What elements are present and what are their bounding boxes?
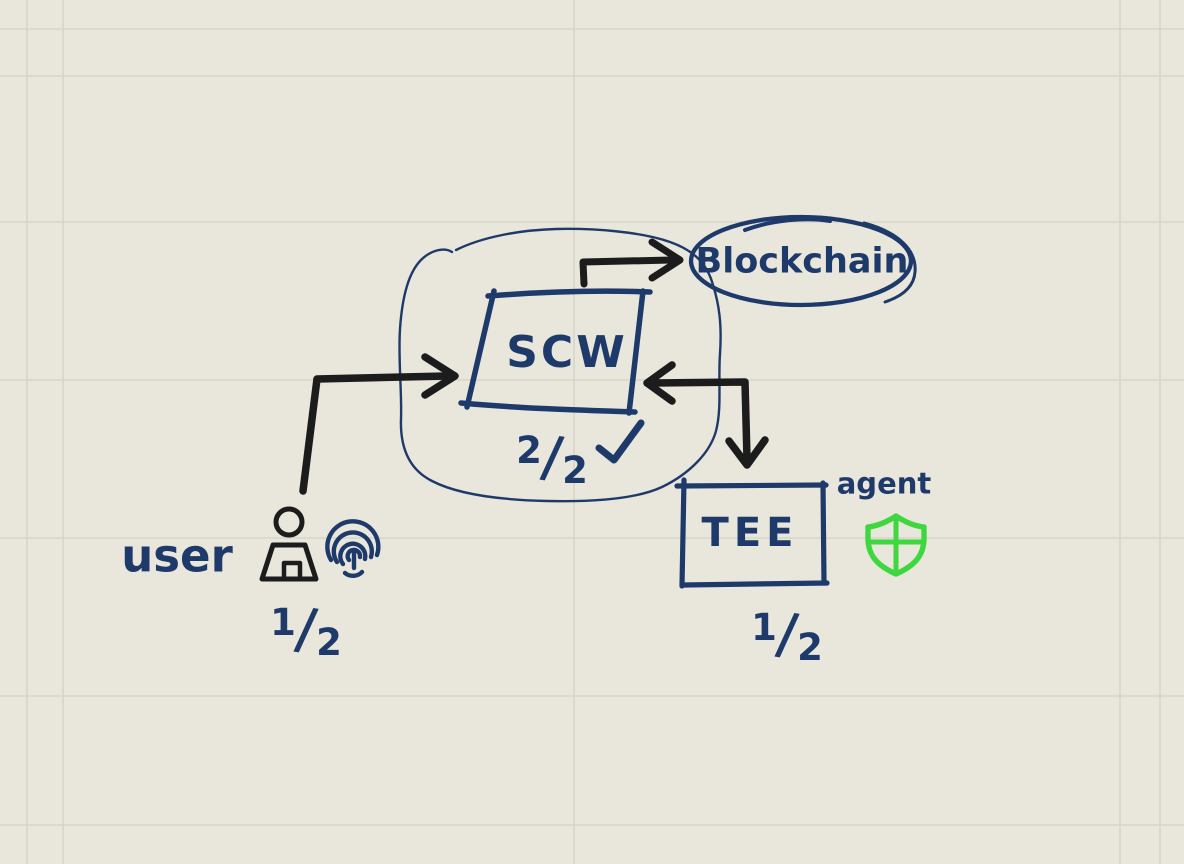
blockchain-label[interactable]: Blockchain <box>695 241 909 282</box>
scw-box-top <box>485 288 653 299</box>
tee-box-bottom <box>681 580 830 588</box>
person-body-notch <box>281 560 303 582</box>
scw-threshold-denominator: 2 <box>562 449 588 492</box>
user-share-numerator: 1 <box>270 601 296 644</box>
scw-box-left <box>464 288 497 410</box>
tee-share-denominator: 2 <box>797 626 823 669</box>
blockchain-ellipse[interactable] <box>688 214 917 308</box>
scw-box[interactable] <box>458 288 653 416</box>
fingerprint-ridge <box>338 541 368 567</box>
ellipse-echo-stroke <box>862 221 917 304</box>
shield-outline <box>865 513 927 577</box>
tee-label[interactable]: TEE <box>701 510 799 556</box>
scw-enclosure-blob[interactable] <box>398 227 722 503</box>
scw-to-blockchain-arrow[interactable] <box>579 238 684 288</box>
arrowhead <box>648 238 684 282</box>
scw-tee-connector-arrow[interactable] <box>643 361 769 469</box>
scw-box-right <box>626 288 646 416</box>
agent-label[interactable]: agent <box>836 466 932 501</box>
blob-outline <box>398 227 722 503</box>
checkmark-stroke <box>595 419 645 464</box>
shield-icon[interactable] <box>865 513 927 577</box>
arrow-shaft <box>579 256 676 288</box>
user-label[interactable]: user <box>121 529 233 583</box>
user-to-scw-arrow[interactable] <box>299 353 459 495</box>
fingerprint-ridge <box>325 519 381 563</box>
scw-label[interactable]: SCW <box>506 327 628 378</box>
checkmark-icon[interactable] <box>595 419 645 464</box>
ellipse-outline <box>688 214 914 308</box>
tee-box-left <box>679 477 687 589</box>
person-head <box>273 506 305 538</box>
tee-box-top <box>674 482 829 489</box>
user-share-denominator: 2 <box>316 621 342 664</box>
arrowhead-left <box>643 361 676 405</box>
person-icon[interactable] <box>259 506 319 582</box>
scw-box-bottom <box>458 400 638 415</box>
ellipse-overlap-stroke <box>743 217 832 232</box>
arrow-shaft <box>649 378 751 463</box>
tee-share-label[interactable]: 1/2 <box>751 600 823 667</box>
scw-threshold-numerator: 2 <box>516 429 542 472</box>
tee-box[interactable] <box>674 477 830 589</box>
user-share-label[interactable]: 1/2 <box>270 595 342 662</box>
fingerprint-bottom-ridge <box>342 569 365 578</box>
arrowhead <box>421 353 459 399</box>
fingerprint-icon[interactable] <box>325 519 381 578</box>
fingerprint-ridge <box>331 530 374 565</box>
arrow-shaft <box>299 372 451 495</box>
scw-threshold-label[interactable]: 2/2 <box>516 423 588 490</box>
tee-box-right <box>820 480 827 586</box>
arrowhead-down <box>725 436 769 469</box>
tee-share-numerator: 1 <box>751 606 777 649</box>
